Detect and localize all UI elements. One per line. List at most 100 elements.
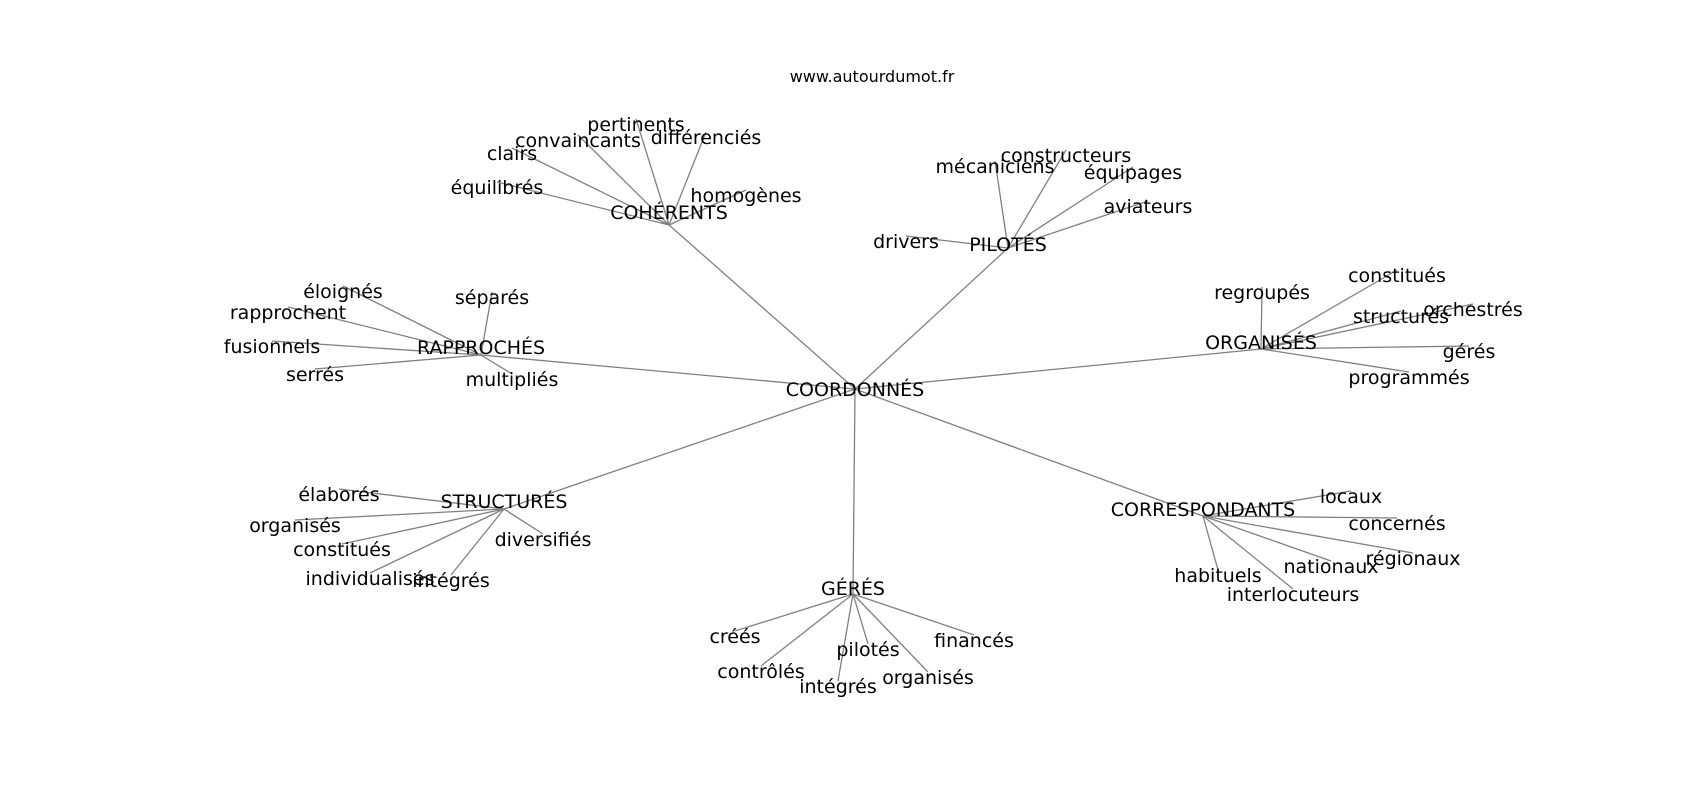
leaf-word: fusionnels <box>224 336 320 358</box>
edge-hub-1-leaf-2 <box>1007 166 1134 249</box>
leaf-word: contrôlés <box>717 661 804 683</box>
edge-hub-3-leaf-0 <box>1260 269 1398 350</box>
edge-hub-1-leaf-3 <box>1007 200 1149 249</box>
leaf-word: séparés <box>455 287 529 309</box>
leaf-word: régionaux <box>1365 548 1460 570</box>
edge-center-to-1 <box>854 247 1009 390</box>
leaf-word: éloignés <box>303 281 383 303</box>
edge-hub-4-leaf-2 <box>341 508 505 545</box>
edge-hub-4-leaf-0 <box>338 488 505 510</box>
edge-hub-0-leaf-0 <box>635 118 670 226</box>
edge-hub-6-leaf-2 <box>852 593 869 645</box>
edge-center-to-6 <box>852 388 856 595</box>
edge-hub-5-leaf-4 <box>1202 515 1219 571</box>
edge-hub-5-leaf-3 <box>1202 515 1332 562</box>
edge-hub-4-leaf-3 <box>503 508 544 535</box>
leaf-word: multipliés <box>466 369 559 391</box>
leaf-word: concernés <box>1348 513 1445 535</box>
edge-hub-6-leaf-0 <box>734 593 854 632</box>
leaf-word: financés <box>934 630 1014 652</box>
edge-hub-3-leaf-2 <box>1260 303 1474 350</box>
hub-word: COHÉRENTS <box>610 201 728 224</box>
leaf-word: nationaux <box>1283 556 1378 578</box>
edge-hub-1-leaf-1 <box>994 160 1009 249</box>
edge-hub-3-leaf-1 <box>1260 286 1263 350</box>
leaf-word: individualisés <box>306 568 435 590</box>
edge-hub-3-leaf-5 <box>1260 348 1410 373</box>
edge-hub-3-leaf-4 <box>1260 345 1470 350</box>
leaf-word: intégrés <box>799 676 877 698</box>
leaf-word: intégrés <box>412 570 490 592</box>
edge-center-to-3 <box>854 348 1262 390</box>
edges-layer <box>271 118 1474 682</box>
edge-hub-5-leaf-0 <box>1202 490 1352 517</box>
leaf-word: homogènes <box>690 185 801 207</box>
hub-word: GÉRÉS <box>821 577 885 600</box>
leaf-word: constitués <box>1348 265 1446 287</box>
leaf-word: pilotés <box>836 639 899 661</box>
edge-hub-5-leaf-5 <box>1202 515 1294 590</box>
edge-hub-4-leaf-5 <box>450 508 505 576</box>
leaf-word: mécaniciens <box>936 156 1055 178</box>
edge-hub-2-leaf-2 <box>287 306 482 356</box>
edge-hub-2-leaf-4 <box>314 354 482 370</box>
hub-word: ORGANISÉS <box>1205 331 1317 354</box>
edge-center-to-4 <box>503 388 856 510</box>
edge-hub-6-leaf-4 <box>852 593 929 673</box>
leaf-word: regroupés <box>1214 282 1310 304</box>
leaf-word: aviateurs <box>1104 196 1193 218</box>
edge-center-to-5 <box>854 388 1204 517</box>
edge-hub-5-leaf-2 <box>1202 515 1414 554</box>
edge-hub-0-leaf-5 <box>668 189 747 226</box>
leaf-word: équipages <box>1084 162 1182 184</box>
edge-hub-0-leaf-1 <box>577 134 670 226</box>
edge-hub-0-leaf-2 <box>668 131 707 226</box>
leaf-word: rapprochent <box>230 302 346 324</box>
leaf-word: drivers <box>873 231 939 253</box>
leaf-word: organisés <box>882 667 974 689</box>
leaf-word: équilibrés <box>451 177 544 199</box>
edge-hub-5-leaf-1 <box>1202 515 1398 519</box>
hub-word: STRUCTURÉS <box>441 490 568 513</box>
edge-center-to-0 <box>668 224 856 390</box>
leaf-word: constructeurs <box>1001 145 1132 167</box>
leaf-word: interlocuteurs <box>1227 584 1360 606</box>
leaf-word: clairs <box>487 143 537 165</box>
edge-hub-0-leaf-4 <box>496 181 670 226</box>
hub-word: RAPPROCHÉS <box>417 336 545 359</box>
leaf-word: pertinents <box>587 114 684 136</box>
edge-hub-6-leaf-1 <box>852 593 975 636</box>
edge-hub-0-leaf-3 <box>511 147 670 226</box>
leaf-word: orchestrés <box>1423 299 1523 321</box>
edge-center-to-2 <box>480 354 856 390</box>
leaf-word: élaborés <box>298 484 379 506</box>
edge-hub-1-leaf-4 <box>905 235 1009 249</box>
leaf-word: habituels <box>1174 565 1261 587</box>
leaf-word: serrés <box>286 364 344 386</box>
leaf-word: créés <box>709 626 760 648</box>
edge-hub-3-leaf-3 <box>1260 310 1402 350</box>
center-word: COORDONNÉS <box>786 378 924 401</box>
leaf-word: structurés <box>1353 306 1449 328</box>
watermark-text: www.autourdumot.fr <box>790 67 955 86</box>
leaf-word: organisés <box>249 515 341 537</box>
edge-hub-6-leaf-5 <box>837 593 854 682</box>
leaf-word: locaux <box>1320 486 1382 508</box>
leaf-word: diversifiés <box>495 529 592 551</box>
hub-word: CORRESPONDANTS <box>1111 499 1296 521</box>
leaf-word: constitués <box>293 539 391 561</box>
hub-word: PILOTÉS <box>969 233 1047 256</box>
edge-hub-1-leaf-0 <box>1007 149 1067 249</box>
leaf-word: programmés <box>1348 367 1469 389</box>
leaf-word: différenciés <box>651 127 762 149</box>
edge-hub-2-leaf-0 <box>342 285 482 356</box>
edge-hub-6-leaf-3 <box>760 593 854 667</box>
leaf-word: gérés <box>1443 341 1496 363</box>
edge-hub-2-leaf-3 <box>271 340 482 356</box>
edge-hub-4-leaf-4 <box>369 508 505 574</box>
labels-layer: www.autourdumot.fr COORDONNÉS COHÉRENTS p… <box>224 67 1523 698</box>
edge-hub-4-leaf-1 <box>294 508 505 521</box>
leaf-word: convaincants <box>515 130 641 152</box>
